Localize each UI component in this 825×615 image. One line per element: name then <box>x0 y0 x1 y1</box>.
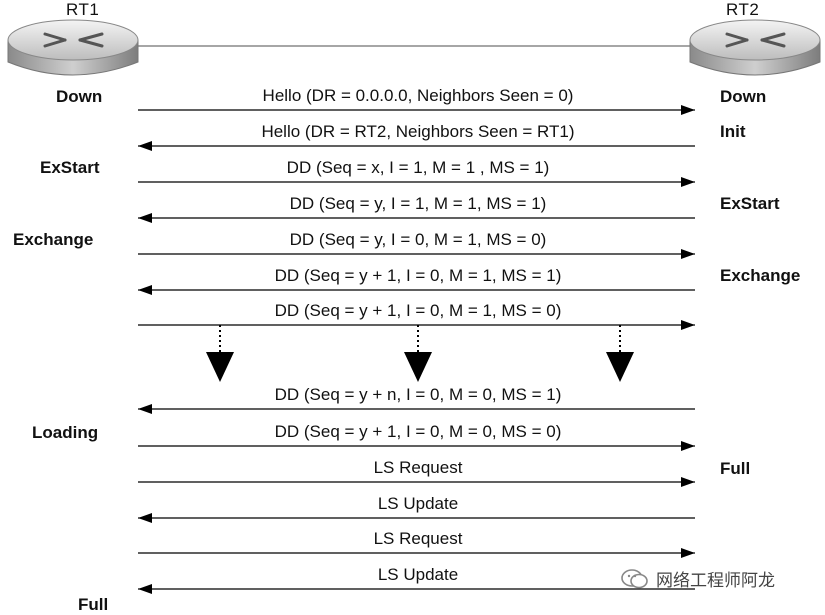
dotted-arrow-right <box>606 325 634 382</box>
message-label-1: Hello (DR = 0.0.0.0, Neighbors Seen = 0) <box>262 86 574 105</box>
message-label-2: Hello (DR = RT2, Neighbors Seen = RT1) <box>261 122 575 141</box>
router-label-rt2: RT2 <box>726 0 760 19</box>
message-arrow-10 <box>138 477 695 487</box>
message-label-3: DD (Seq = x, I = 1, M = 1 , MS = 1) <box>286 158 550 177</box>
message-label-4: DD (Seq = y, I = 1, M = 1, MS = 1) <box>289 194 547 213</box>
rt2-state-exstart: ExStart <box>720 194 780 213</box>
message-label-7: DD (Seq = y + 1, I = 0, M = 1, MS = 0) <box>274 301 562 320</box>
rt2-state-init: Init <box>720 122 746 141</box>
wechat-icon <box>621 568 648 588</box>
message-label-5: DD (Seq = y, I = 0, M = 1, MS = 0) <box>289 230 547 249</box>
message-arrow-12 <box>138 548 695 558</box>
rt1-state-exstart: ExStart <box>40 158 100 177</box>
rt1-state-exchange: Exchange <box>13 230 94 249</box>
rt1-state-loading: Loading <box>32 423 99 442</box>
message-arrow-3 <box>138 177 695 187</box>
message-arrow-9 <box>138 441 695 451</box>
dotted-arrow-left <box>206 325 234 382</box>
message-arrow-7 <box>138 320 695 330</box>
continuation-arrows <box>206 325 634 382</box>
message-label-12: LS Request <box>373 529 463 548</box>
message-label-8: DD (Seq = y + n, I = 0, M = 0, MS = 1) <box>274 385 562 404</box>
message-label-13: LS Update <box>377 565 459 584</box>
message-label-10: LS Request <box>373 458 463 477</box>
dotted-arrow-middle <box>404 325 432 382</box>
message-arrow-4 <box>138 213 695 223</box>
router-rt1-icon <box>7 19 139 76</box>
message-arrow-13 <box>138 584 695 594</box>
message-label-6: DD (Seq = y + 1, I = 0, M = 1, MS = 1) <box>274 266 562 285</box>
message-label-9: DD (Seq = y + 1, I = 0, M = 0, MS = 0) <box>274 422 562 441</box>
message-arrow-1 <box>138 105 695 115</box>
rt2-state-exchange: Exchange <box>720 266 801 285</box>
router-rt2-icon <box>689 19 821 76</box>
rt2-state-full: Full <box>720 459 751 478</box>
message-arrow-5 <box>138 249 695 259</box>
rt2-state-down: Down <box>720 87 767 106</box>
message-arrow-2 <box>138 141 695 151</box>
message-arrow-8 <box>138 404 695 414</box>
rt1-state-full: Full <box>78 595 109 614</box>
message-arrow-11 <box>138 513 695 523</box>
message-label-11: LS Update <box>377 494 459 513</box>
message-arrow-6 <box>138 285 695 295</box>
watermark: 网络工程师阿龙 <box>620 566 775 591</box>
rt1-state-down: Down <box>56 87 103 106</box>
watermark-text: 网络工程师阿龙 <box>656 571 775 590</box>
router-label-rt1: RT1 <box>66 0 100 19</box>
